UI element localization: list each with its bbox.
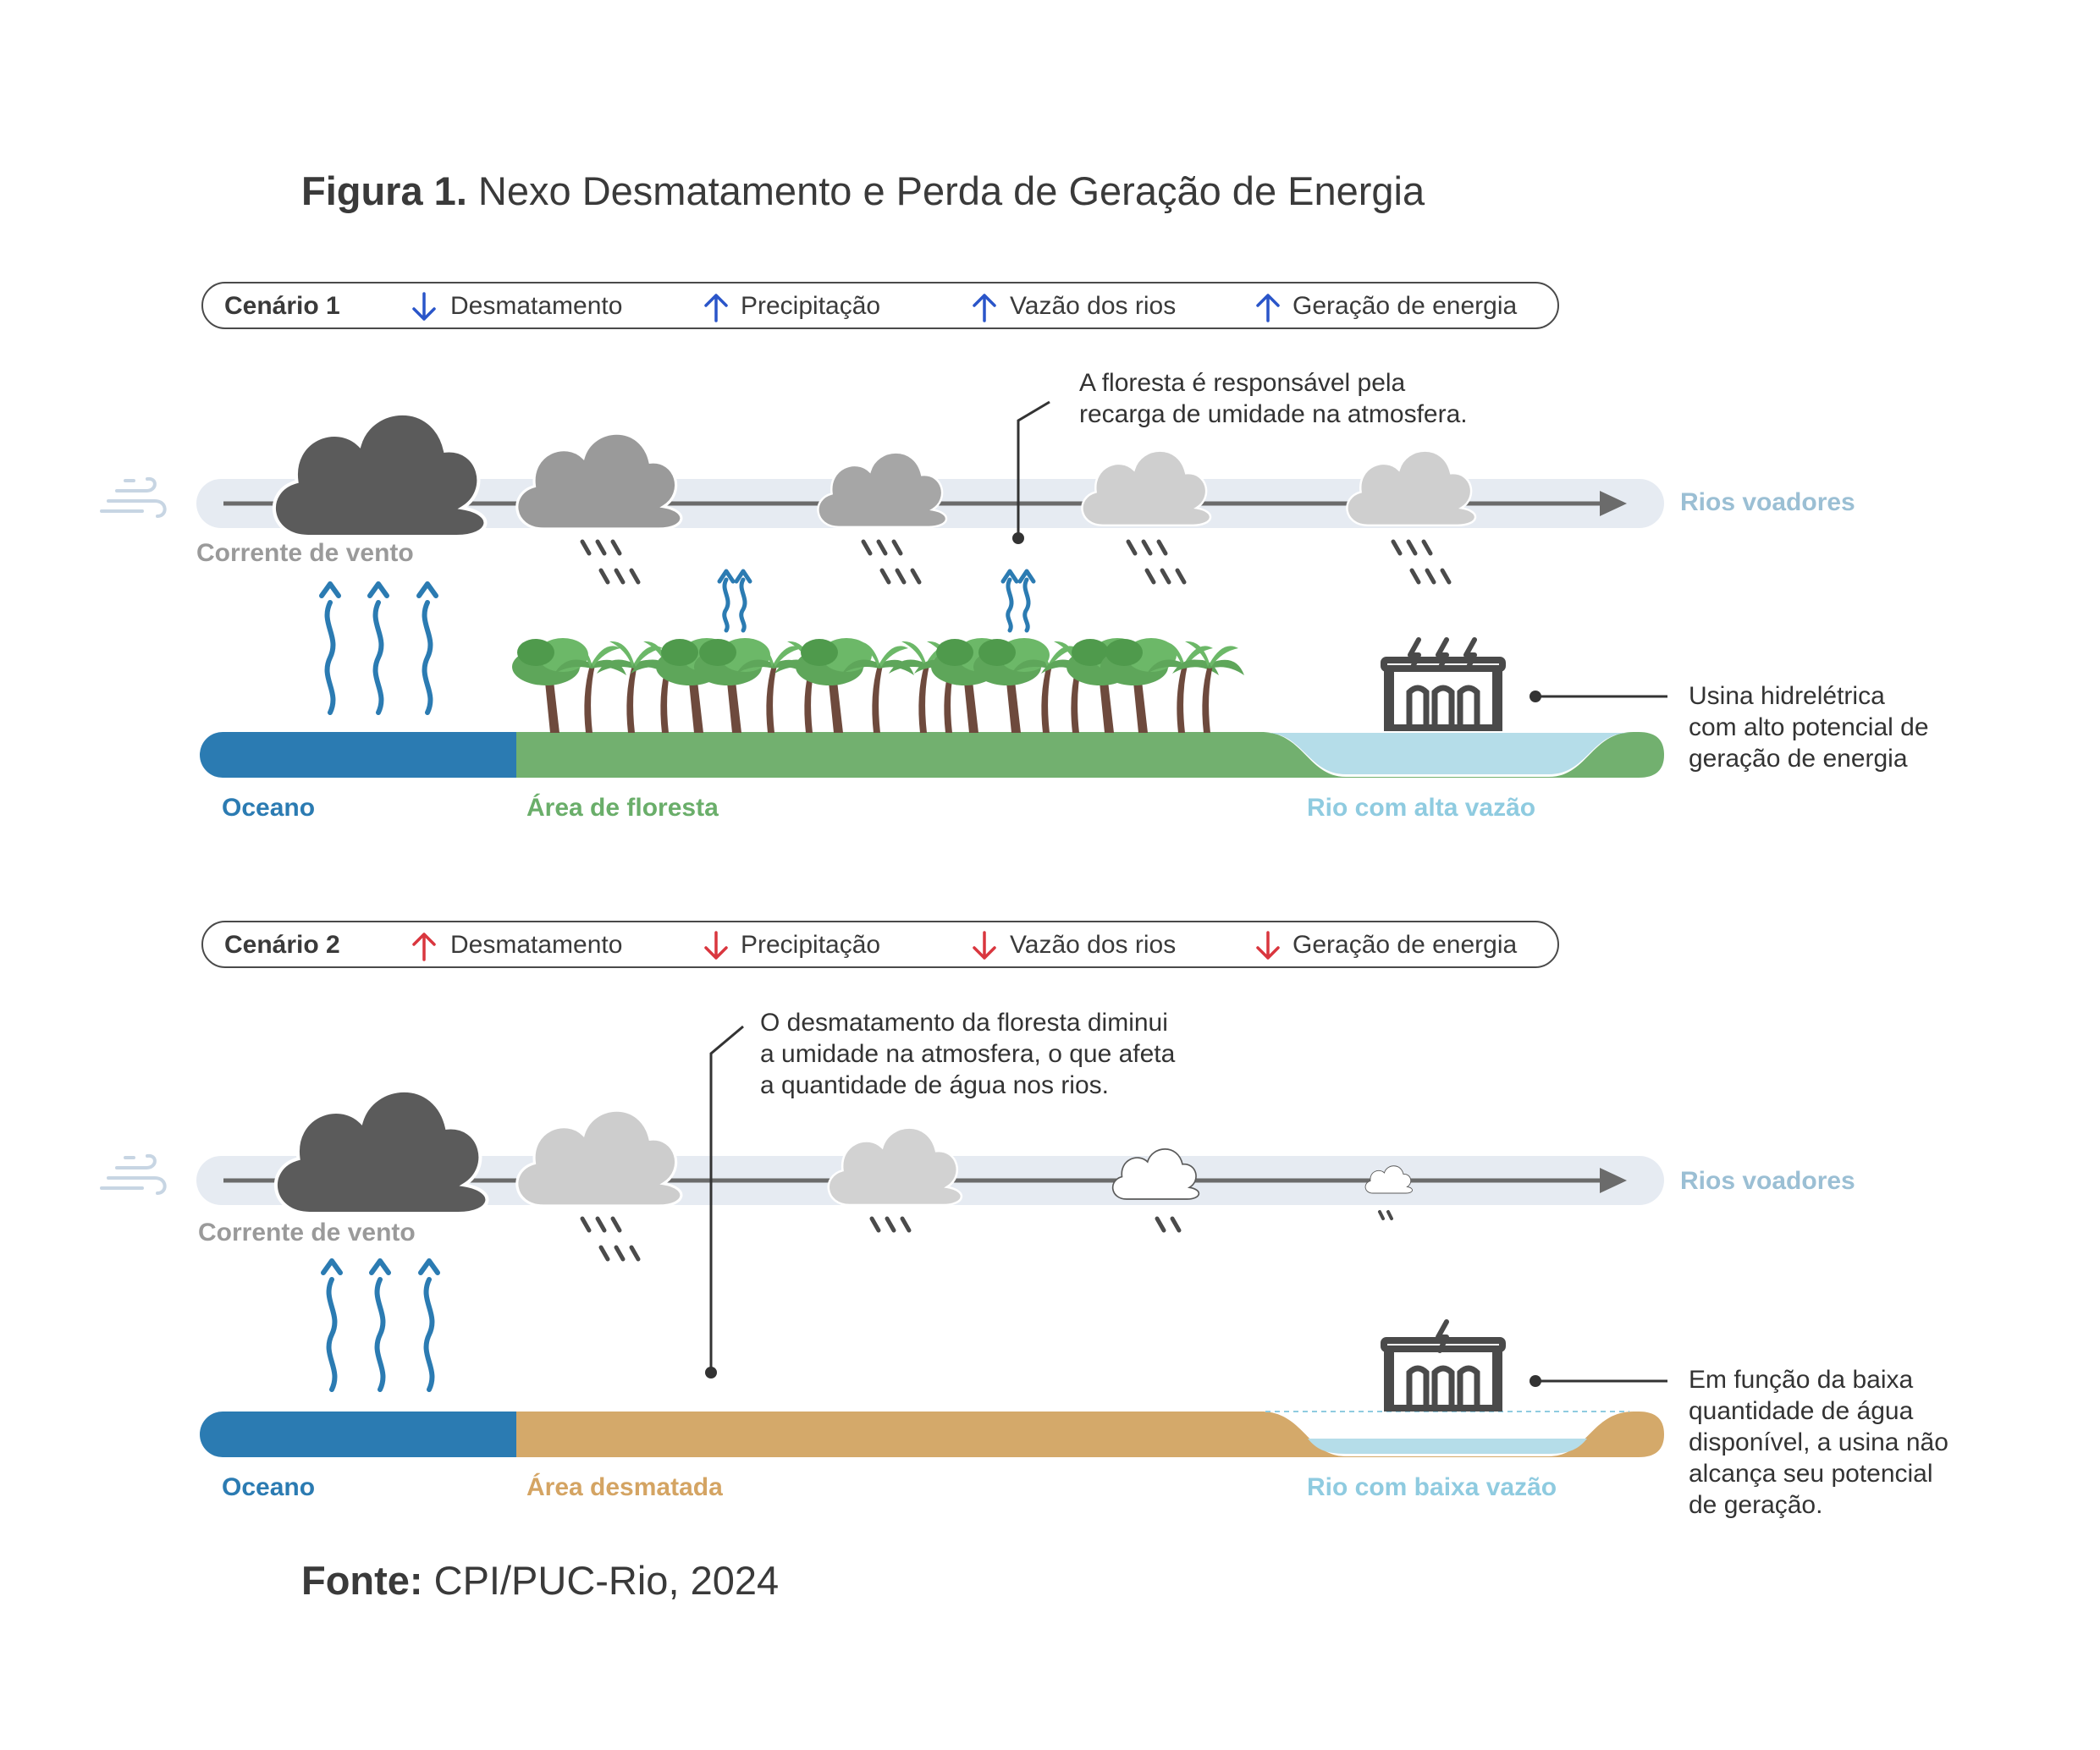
arrow-up-red-icon: [412, 933, 436, 961]
scenario1-scene: [100, 400, 1667, 778]
cloud-medium: [515, 432, 683, 531]
arrow-up-blue-icon: [1256, 294, 1280, 322]
cloud-dark: [276, 1091, 488, 1213]
cloud-light: [515, 1109, 683, 1208]
cloud-light: [1346, 449, 1477, 527]
wind-current-label: Corrente de vento: [196, 539, 414, 567]
arrow-down-red-icon: [1256, 931, 1280, 960]
plant-note: Usina hidrelétrica com alto potencial de…: [1689, 682, 1929, 773]
ocean-label: Oceano: [222, 1473, 316, 1501]
forest-area-label: Área de floresta: [526, 794, 719, 822]
wind-arrow-head: [1600, 491, 1627, 516]
legend-item-label: Geração de energia: [1293, 292, 1518, 320]
cloud-light: [827, 1126, 963, 1207]
legend-item-label: Desmatamento: [450, 931, 623, 959]
arrow-down-red-icon: [973, 931, 996, 960]
cloud-light: [1081, 449, 1212, 527]
scenario1-annotation: A floresta é responsável pela recarga de…: [1079, 369, 1468, 428]
source-note: Fonte: CPI/PUC-Rio, 2024: [301, 1558, 780, 1603]
forest-band: [516, 732, 1664, 778]
forest-trees: [512, 638, 1244, 733]
wind-icon: [100, 1153, 167, 1195]
annotation-leader: [709, 1025, 744, 1373]
annotation-dot: [1012, 532, 1024, 544]
arrow-down-red-icon: [704, 931, 728, 960]
arrow-up-blue-icon: [973, 294, 996, 322]
river-high: [1265, 733, 1629, 774]
hydroelectric-plant-icon: [1384, 640, 1502, 731]
wind-current-label: Corrente de vento: [198, 1219, 416, 1246]
scenario1-title: Cenário 1: [224, 292, 340, 320]
ocean-evaporation: [323, 1261, 438, 1390]
wind-icon: [100, 476, 167, 518]
forest-evapotranspiration: [719, 571, 1033, 630]
wind-arrow-head: [1600, 1168, 1627, 1193]
rain-drops: [582, 1210, 1393, 1259]
ocean-band: [200, 732, 538, 778]
flying-rivers-label: Rios voadores: [1680, 1167, 1855, 1195]
scenario2-legend: Cenário 2 Desmatamento Precipitação Vazã…: [201, 921, 1559, 968]
cloud-dark: [274, 414, 486, 537]
scenario2-title: Cenário 2: [224, 931, 340, 959]
river-low: [1308, 1439, 1587, 1454]
scenario2-scene: [100, 1025, 1667, 1457]
annotation-leader: [1017, 400, 1050, 538]
flying-rivers-label: Rios voadores: [1680, 488, 1855, 516]
legend-item-label: Geração de energia: [1293, 931, 1518, 959]
hydroelectric-plant-icon: [1384, 1322, 1502, 1412]
ocean-band: [200, 1412, 538, 1457]
legend-item-label: Vazão dos rios: [1010, 931, 1177, 959]
ocean-evaporation: [322, 584, 436, 713]
scenario2-annotation: O desmatamento da floresta diminui a umi…: [760, 1009, 1176, 1099]
annotation-dot: [705, 1367, 717, 1379]
legend-item-label: Precipitação: [741, 292, 881, 320]
legend-item-label: Precipitação: [741, 931, 881, 959]
arrow-down-blue-icon: [412, 292, 436, 321]
legend-item-label: Vazão dos rios: [1010, 292, 1177, 320]
plant-note: Em função da baixa quantidade de água di…: [1689, 1366, 1948, 1519]
scenario1-legend: Cenário 1 Desmatamento Precipitação Vazã…: [201, 282, 1559, 329]
figure-title: Figura 1. Nexo Desmatamento e Perda de G…: [301, 168, 1425, 213]
deforested-area-label: Área desmatada: [526, 1473, 723, 1501]
deforested-band: [516, 1412, 1664, 1457]
cloud-medium-small: [817, 451, 948, 529]
ocean-label: Oceano: [222, 794, 316, 822]
arrow-up-blue-icon: [704, 294, 728, 322]
rain-drops: [582, 542, 1449, 582]
river-label: Rio com alta vazão: [1307, 794, 1536, 822]
river-label: Rio com baixa vazão: [1307, 1473, 1557, 1501]
legend-item-label: Desmatamento: [450, 292, 623, 320]
